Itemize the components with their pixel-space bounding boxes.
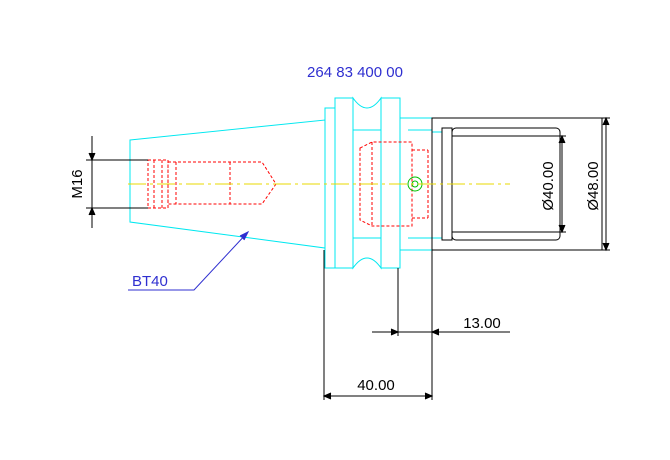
bt40-leader (128, 230, 250, 291)
flange-body (324, 107, 336, 269)
dim-40-label: 40.00 (357, 377, 395, 394)
part-number: 264 83 400 00 (307, 64, 403, 81)
internal-cavity (359, 141, 413, 227)
pull-stud-bore (167, 161, 277, 205)
holder-outline (129, 96, 443, 270)
collar (431, 131, 443, 239)
pull-stud-thread (147, 159, 169, 209)
dim-13-label: 13.00 (463, 315, 501, 332)
dia-outer-label: Ø48.00 (585, 161, 602, 210)
flange-groove (352, 96, 382, 270)
dia-inner-label: Ø40.00 (540, 161, 557, 210)
flange-right (380, 97, 401, 269)
flange-left (334, 97, 354, 269)
thread-label: M16 (69, 169, 86, 198)
dimensions (86, 116, 610, 400)
taper-label: BT40 (132, 273, 168, 290)
